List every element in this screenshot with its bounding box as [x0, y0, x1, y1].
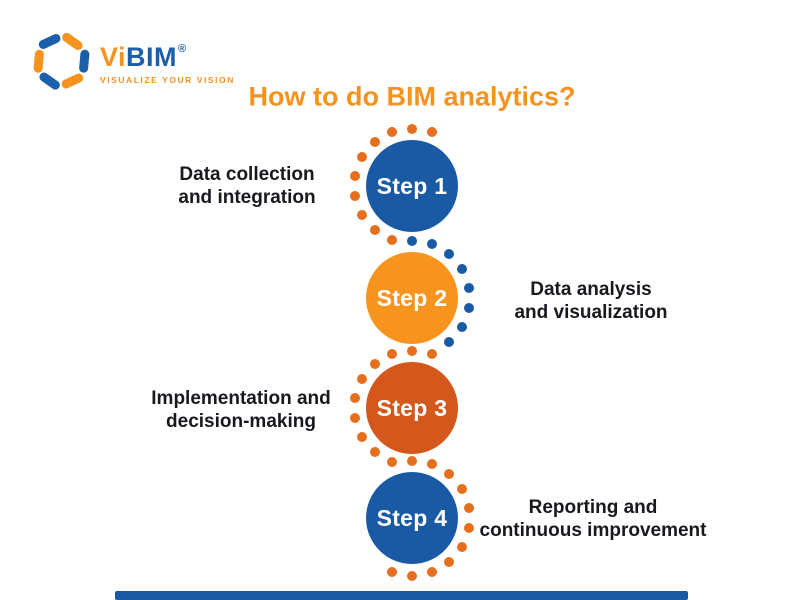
step-3-arc-dot — [350, 412, 361, 423]
step-1-arc-dot — [350, 190, 361, 201]
step-4-description-line2: continuous improvement — [479, 520, 707, 541]
logo-pill-icon — [78, 49, 90, 73]
step-3-arc-dot — [350, 393, 361, 403]
step-3-arc-dot — [357, 374, 368, 385]
step-3-circle: Step 3 — [366, 362, 458, 454]
vibim-logo: ViBIM® VISUALIZE YOUR VISION — [0, 0, 280, 110]
step-1-arc-dot — [357, 152, 368, 163]
step-4-arc-dot — [456, 541, 467, 552]
step-4-arc-dot — [443, 468, 454, 479]
step-1-circle: Step 1 — [366, 140, 458, 232]
step-1-arc-dot — [387, 126, 398, 137]
step-2-circle: Step 2 — [366, 252, 458, 344]
step-1-arc-dot — [357, 209, 368, 220]
step-3-arc-dot — [407, 345, 417, 356]
step-3-arc-dot — [387, 457, 398, 468]
step-2-arc-dot — [463, 302, 474, 313]
brand-name: ViBIM® — [100, 34, 235, 72]
step-2-description-line2: and visualization — [514, 302, 668, 323]
step-4-arc-dot — [443, 557, 454, 568]
step-2-description-line1: Data analysis — [530, 279, 652, 300]
step-3-arc-dot — [370, 358, 381, 369]
step-1-arc-dot — [370, 136, 381, 147]
footer-accent-bar — [115, 591, 688, 600]
step-4-arc-dot — [456, 484, 467, 495]
step-2-arc-dot — [456, 321, 467, 332]
step-3-description-line2: decision-making — [166, 411, 316, 432]
logo-pill-icon — [37, 70, 62, 91]
logo-pill-icon — [32, 49, 44, 73]
step-1-description-line2: and integration — [178, 187, 316, 208]
step-3-arc-dot — [357, 431, 368, 442]
step-2-arc-dot — [456, 264, 467, 275]
step-3-arc-dot — [387, 348, 398, 359]
step-1-arc-dot — [407, 123, 417, 134]
step-4-arc-dot — [426, 567, 437, 578]
logo-pill-icon — [60, 31, 85, 52]
vibim-hex-swirl-icon — [24, 20, 102, 102]
step-4-label: Step 4 — [376, 504, 448, 531]
logo-pill-icon — [37, 32, 62, 50]
brand-vi: Vi — [100, 42, 127, 72]
step-2-arc-dot — [443, 248, 454, 259]
registered-trademark-icon: ® — [178, 43, 187, 55]
step-4-description-line1: Reporting and — [528, 497, 658, 518]
step-3-description-line1: Implementation and — [151, 388, 331, 409]
step-2-arc-dot — [443, 337, 454, 348]
step-1-arc-dot — [350, 171, 361, 181]
step-2-label: Step 2 — [376, 284, 448, 311]
brand-tagline: VISUALIZE YOUR VISION — [100, 75, 235, 85]
step-3-arc-dot — [426, 348, 437, 359]
step-4-arc-dot — [426, 458, 437, 469]
step-1-arc-dot — [387, 235, 398, 246]
step-1-arc-dot — [426, 126, 437, 137]
step-4-arc-dot — [463, 503, 474, 513]
step-2-arc-dot — [426, 238, 437, 249]
step-1-label: Step 1 — [376, 172, 448, 199]
brand-bim: BIM — [126, 42, 178, 72]
page-title: How to do BIM analytics? — [248, 81, 576, 112]
step-4-arc-dot — [407, 455, 417, 466]
step-4-circle: Step 4 — [366, 472, 458, 564]
step-4-arc-dot — [463, 522, 474, 533]
step-2-arc-dot — [407, 235, 417, 246]
step-1-arc-dot — [370, 225, 381, 236]
step-3-label: Step 3 — [376, 394, 448, 421]
step-4-arc-dot — [407, 570, 417, 581]
step-4-arc-dot — [387, 567, 398, 578]
step-2-arc-dot — [463, 283, 474, 293]
step-1-description-line1: Data collection — [179, 164, 315, 185]
step-3-arc-dot — [370, 447, 381, 458]
vibim-logo-text: ViBIM® VISUALIZE YOUR VISION — [100, 34, 235, 85]
logo-pill-icon — [60, 72, 85, 90]
